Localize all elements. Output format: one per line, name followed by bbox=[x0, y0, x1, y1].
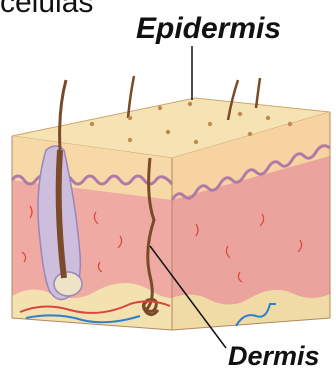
surface-pore bbox=[128, 138, 132, 142]
surface-pore bbox=[208, 122, 212, 126]
surface-pore bbox=[288, 122, 292, 126]
partial-label-top: células bbox=[0, 0, 93, 18]
follicle-bulb bbox=[54, 272, 82, 296]
surface-pore bbox=[158, 106, 162, 110]
surface-pore bbox=[248, 132, 252, 136]
dermis-label: Dermis bbox=[228, 343, 320, 370]
surface-pore bbox=[194, 140, 198, 144]
surface-pore bbox=[90, 122, 94, 126]
surface-pore bbox=[266, 116, 270, 120]
surface-pore bbox=[166, 130, 170, 134]
surface-pore bbox=[188, 102, 192, 106]
surface-pore bbox=[128, 116, 132, 120]
surface-hair bbox=[256, 78, 260, 108]
epidermis-label: Epidermis bbox=[136, 14, 281, 44]
surface-pore bbox=[238, 112, 242, 116]
